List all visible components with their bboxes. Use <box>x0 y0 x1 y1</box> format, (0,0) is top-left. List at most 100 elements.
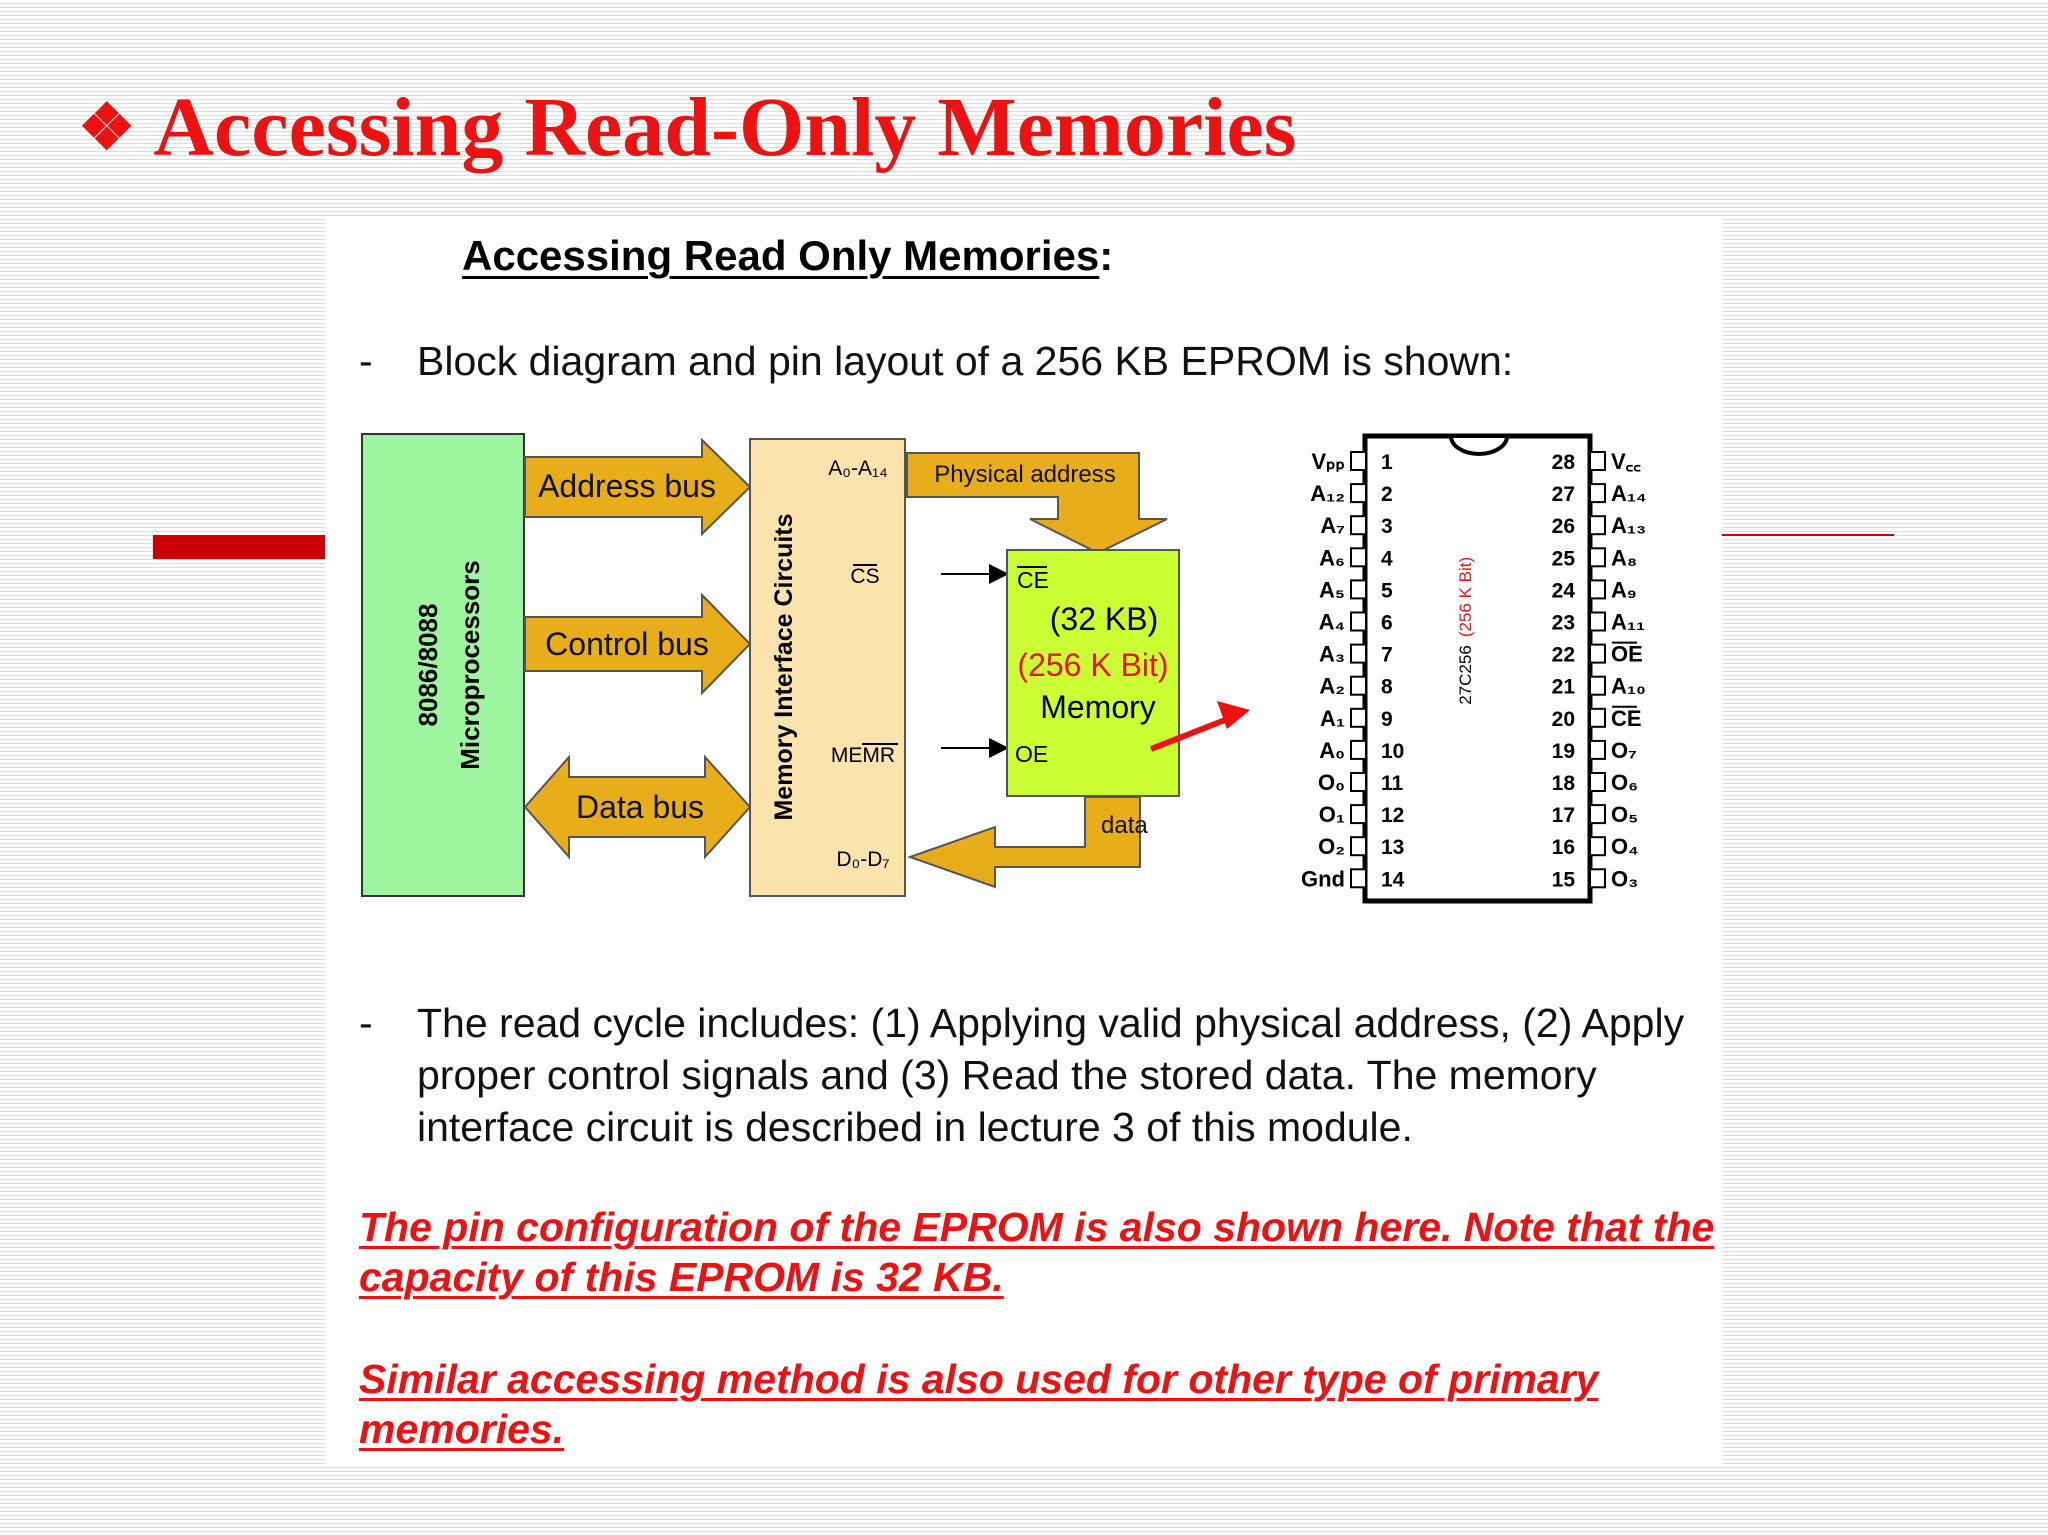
memory-interface-block <box>749 438 906 897</box>
chip-pin-right-name: CE <box>1611 706 1642 731</box>
chip-pin-right-number: 15 <box>1552 868 1576 891</box>
chip-pin-left-name: A₁ <box>1320 706 1345 731</box>
memory-label: Memory <box>1040 689 1156 725</box>
chip-pin-right-name: A₉ <box>1611 577 1637 602</box>
chip-pin-left <box>1350 483 1367 504</box>
chip-pin-right <box>1589 643 1606 664</box>
memory-oe-label: OE <box>1015 741 1048 767</box>
chip-pin-left-number: 6 <box>1381 612 1393 635</box>
chip-notch <box>1448 434 1510 456</box>
chip-pin-right-number: 20 <box>1552 708 1575 731</box>
chip-pin-left-name: A₇ <box>1320 513 1345 538</box>
microprocessor-block <box>361 433 525 897</box>
chip-pin-left-number: 2 <box>1381 483 1393 506</box>
accent-line-right <box>1722 534 1894 536</box>
chip-pin-left <box>1350 611 1367 632</box>
chip-pin-right-number: 24 <box>1552 579 1576 602</box>
memory-size-bit: (256 K Bit) <box>1017 647 1168 683</box>
chip-pin-left-name: A₂ <box>1319 674 1345 699</box>
chip-pin-right-name: O₇ <box>1611 738 1637 763</box>
chip-pin-right <box>1589 836 1606 857</box>
chip-pin-left-name: A₀ <box>1319 738 1345 763</box>
bullet-block-diagram: -Block diagram and pin layout of a 256 K… <box>359 335 1513 387</box>
chip-pin-left-name: Gnd <box>1301 866 1345 891</box>
content-panel: Accessing Read Only Memories: -Block dia… <box>325 217 1722 1465</box>
bullet-text: Block diagram and pin layout of a 256 KB… <box>417 338 1514 384</box>
bullet-dash: - <box>359 338 373 384</box>
chip-pin-left-name: Vₚₚ <box>1311 449 1345 474</box>
chip-pin-left <box>1350 739 1367 760</box>
bullet-dash: - <box>359 1000 373 1046</box>
chip-pin-right-number: 22 <box>1552 644 1575 667</box>
chip-pin-left-number: 12 <box>1381 804 1404 827</box>
block-and-pin-diagram: 8086/8088 Microprocessors Address bus Co… <box>361 433 1646 904</box>
pin-label-memr: MEMR <box>831 744 895 767</box>
chip-pin-right-name: A₁₀ <box>1611 674 1646 699</box>
accent-bar-left <box>153 535 325 559</box>
chip-pin-right-name: O₃ <box>1611 866 1638 891</box>
microprocessor-line1: 8086/8088 <box>413 604 443 727</box>
chip-pin-right-name: A₈ <box>1611 545 1637 570</box>
chip-pin-left-name: O₀ <box>1318 770 1345 795</box>
address-bus-label: Address bus <box>538 468 716 504</box>
document-heading-text: Accessing Read Only Memories <box>462 232 1100 279</box>
chip-pin-right <box>1589 515 1606 536</box>
data-bus-label: Data bus <box>576 789 704 825</box>
pin-label-a0-a14: A₀-A₁₄ <box>828 457 887 480</box>
chip-pin-left-name: A₃ <box>1319 642 1345 667</box>
chip-pin-right-name: O₅ <box>1611 802 1638 827</box>
chip-pin-right <box>1589 451 1606 471</box>
chip-pin-left <box>1350 643 1367 664</box>
chip-pin-right-number: 28 <box>1552 451 1576 474</box>
memory-size-kb: (32 KB) <box>1050 601 1158 637</box>
chip-pin-left-name: O₁ <box>1319 802 1345 827</box>
microprocessor-line2: Microprocessors <box>455 560 485 770</box>
memory-block <box>1006 549 1180 797</box>
memory-interface-label: Memory Interface Circuits <box>770 513 798 820</box>
chip-pin-left-number: 14 <box>1381 868 1405 891</box>
chip-pin-right-number: 26 <box>1552 515 1575 538</box>
chip-pin-right <box>1589 547 1606 568</box>
chip-pin-right-number: 17 <box>1552 804 1575 827</box>
slide-title-text: Accessing Read-Only Memories <box>153 81 1297 174</box>
pointer-arrow-head <box>1217 701 1250 729</box>
chip-pin-left <box>1350 515 1367 536</box>
chip-part-number: 27C256 <box>1456 645 1475 705</box>
chip-pin-right-number: 21 <box>1552 676 1576 699</box>
chip-pin-left-number: 3 <box>1381 515 1393 538</box>
pin-label-d0-d7: D₀-D₇ <box>836 848 889 871</box>
chip-pin-right-number: 19 <box>1552 740 1575 763</box>
chip-pin-left <box>1350 547 1367 568</box>
chip-pin-left <box>1350 804 1367 825</box>
chip-pin-right <box>1589 483 1606 504</box>
chip-pin-right-number: 23 <box>1552 612 1575 635</box>
chip-pin-right <box>1589 772 1606 792</box>
document-heading-colon: : <box>1099 232 1114 279</box>
chip-pin-left <box>1350 836 1367 857</box>
document-heading: Accessing Read Only Memories: <box>462 232 1113 280</box>
chip-pin-left <box>1350 707 1367 728</box>
diamond-bullet-icon: ❖ <box>78 92 136 163</box>
chip-pin-right <box>1589 804 1606 825</box>
chip-pin-left-number: 7 <box>1381 644 1393 667</box>
chip-pin-right <box>1589 579 1606 600</box>
bullet-read-cycle: -The read cycle includes: (1) Applying v… <box>359 997 1699 1153</box>
chip-pin-right-number: 25 <box>1552 547 1576 570</box>
chip-pin-left-name: A₁₂ <box>1310 481 1345 506</box>
bullet-text: The read cycle includes: (1) Applying va… <box>417 1000 1685 1150</box>
chip-pin-left-name: O₂ <box>1318 834 1345 859</box>
chip-pin-right <box>1589 611 1606 632</box>
chip-pin-right-name: A₁₃ <box>1611 513 1646 538</box>
chip-pin-left-number: 4 <box>1381 547 1393 570</box>
chip-pin-right-name: O₄ <box>1611 834 1639 859</box>
address-bus-arrow <box>524 437 752 537</box>
chip-pin-right-name: A₁₁ <box>1611 610 1645 635</box>
slide-title: ❖Accessing Read-Only Memories <box>78 78 1296 178</box>
chip-pin-right-name: V꜀꜀ <box>1611 449 1641 474</box>
chip-pin-left-number: 5 <box>1381 579 1393 602</box>
chip-pin-right-name: A₁₄ <box>1611 481 1646 506</box>
chip-pin-right <box>1589 707 1606 728</box>
chip-pin-left-name: A₄ <box>1319 610 1345 635</box>
memory-ce-label: CE <box>1017 567 1049 593</box>
